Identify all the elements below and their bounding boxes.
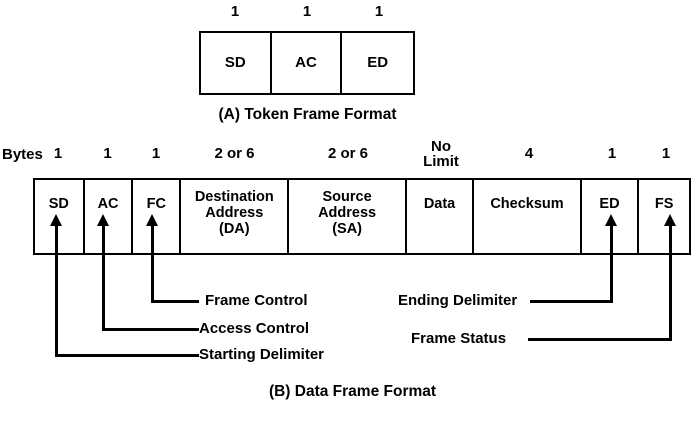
data-frame-cell-data-label: Data bbox=[423, 196, 456, 212]
token-size-label-ed: 1 bbox=[374, 3, 384, 20]
fs-arrow-icon bbox=[664, 214, 676, 226]
data-frame-cell-ac: AC bbox=[84, 180, 134, 253]
data-frame-cell-ac-label: AC bbox=[97, 196, 119, 212]
data-size-label-da: 2 or 6 bbox=[214, 145, 255, 162]
data-size-label-fs: 1 bbox=[661, 145, 671, 162]
sd-arrow-icon bbox=[50, 214, 62, 226]
data-frame-cell-checksum-label: Checksum bbox=[490, 196, 564, 212]
token-frame-caption: (A) Token Frame Format bbox=[218, 106, 397, 123]
callout-frame-status: Frame Status bbox=[411, 330, 507, 347]
data-frame-cell-source-address-label: Source Address (SA) bbox=[318, 189, 377, 237]
data-frame-cell-sd-label: SD bbox=[48, 196, 69, 212]
data-size-label-checksum: 4 bbox=[524, 145, 534, 162]
bytes-word-label: Bytes bbox=[2, 146, 43, 163]
data-frame-cell-ed-label: ED bbox=[599, 196, 620, 212]
data-size-label-sd: 1 bbox=[53, 145, 63, 162]
token-frame-cell-ac-label: AC bbox=[295, 54, 317, 71]
ed-leader-horizontal bbox=[530, 300, 613, 303]
callout-frame-control: Frame Control bbox=[205, 292, 308, 309]
token-frame-cell-ed: ED bbox=[342, 33, 413, 93]
fc-leader-vertical bbox=[151, 226, 154, 302]
data-size-label-data: No Limit bbox=[423, 138, 459, 170]
data-size-label-ed: 1 bbox=[607, 145, 617, 162]
token-size-label-sd: 1 bbox=[230, 3, 240, 20]
ed-leader-vertical bbox=[610, 226, 613, 302]
fc-arrow-icon bbox=[146, 214, 158, 226]
ac-leader-vertical bbox=[102, 226, 105, 330]
data-frame-cell-source-address: Source Address (SA) bbox=[289, 180, 407, 253]
token-frame-cell-sd: SD bbox=[201, 33, 272, 93]
token-frame-cell-sd-label: SD bbox=[224, 54, 246, 71]
data-frame-diagram: SD AC FC Destination Address (DA) Source… bbox=[33, 178, 691, 255]
ac-leader-horizontal bbox=[102, 328, 199, 331]
ed-arrow-icon bbox=[605, 214, 617, 226]
fs-leader-vertical bbox=[669, 226, 672, 340]
sd-leader-vertical bbox=[55, 226, 58, 356]
token-frame-diagram: SD AC ED bbox=[199, 31, 415, 95]
callout-starting-delimiter: Starting Delimiter bbox=[199, 346, 325, 363]
data-frame-cell-fc: FC bbox=[133, 180, 182, 253]
data-frame-cell-destination-address-label: Destination Address (DA) bbox=[194, 189, 274, 237]
token-size-label-ac: 1 bbox=[302, 3, 312, 20]
sd-leader-horizontal bbox=[55, 354, 199, 357]
data-frame-caption: (B) Data Frame Format bbox=[268, 383, 437, 400]
data-size-label-ac: 1 bbox=[103, 145, 112, 162]
data-frame-cell-checksum: Checksum bbox=[474, 180, 582, 253]
data-size-label-fc: 1 bbox=[151, 145, 161, 162]
data-frame-cell-fs-label: FS bbox=[654, 196, 674, 212]
data-frame-cell-destination-address: Destination Address (DA) bbox=[181, 180, 290, 253]
data-frame-cell-data: Data bbox=[406, 180, 475, 253]
ac-arrow-icon bbox=[97, 214, 109, 226]
callout-access-control: Access Control bbox=[199, 320, 310, 337]
fs-leader-horizontal bbox=[528, 338, 672, 341]
token-frame-cell-ac: AC bbox=[271, 33, 343, 93]
token-frame-cell-ed-label: ED bbox=[367, 54, 389, 71]
data-size-label-sa: 2 or 6 bbox=[327, 145, 369, 162]
fc-leader-horizontal bbox=[151, 300, 199, 303]
data-frame-cell-fc-label: FC bbox=[146, 196, 166, 212]
callout-ending-delimiter: Ending Delimiter bbox=[398, 292, 518, 309]
